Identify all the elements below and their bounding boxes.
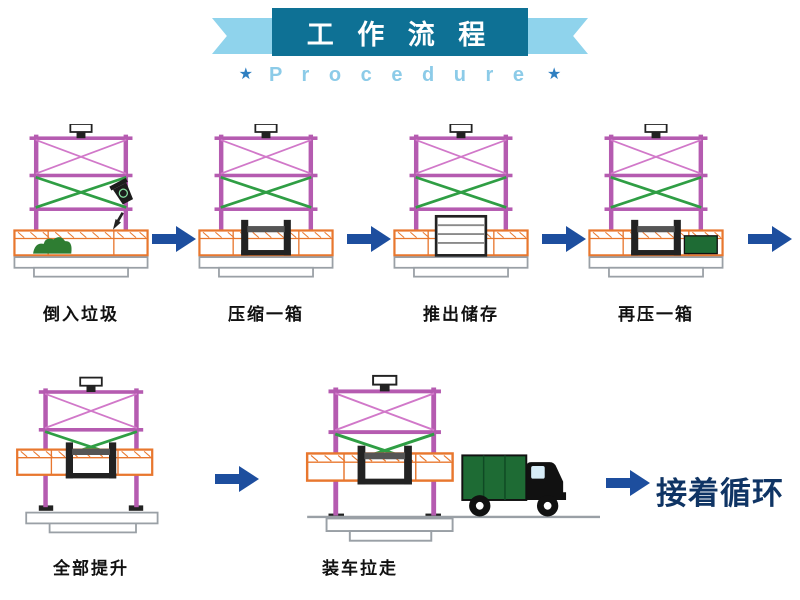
step-1: 倒入垃圾 — [10, 124, 152, 325]
trash-bin-icon — [109, 177, 134, 205]
title-banner: 工 作 流 程 — [272, 8, 528, 56]
page-title: 工 作 流 程 — [306, 19, 494, 50]
flow-arrow-icon — [748, 226, 792, 252]
step-6 — [280, 372, 600, 556]
cycle-label: 接着循环 — [656, 476, 784, 511]
flow-arrow-icon — [347, 226, 391, 252]
machine-step-4-illustration — [588, 124, 724, 278]
step-label-6: 装车拉走 — [322, 559, 398, 578]
flow-arrow-icon — [215, 466, 259, 492]
flow-arrow-icon — [152, 226, 196, 252]
page-subtitle: P r o c e d u r e — [268, 64, 532, 86]
step-label-3: 推出储存 — [423, 304, 499, 324]
step-5 — [10, 374, 172, 545]
ribbon-left-fold — [212, 18, 274, 54]
machine-step-3-illustration — [393, 124, 529, 278]
star-icon-right: ★ — [547, 66, 562, 83]
garbage-icon — [33, 237, 72, 254]
step-3: 推出储存 — [390, 124, 532, 325]
machine-step-5-illustration — [16, 376, 159, 534]
flow-arrow-icon — [542, 226, 586, 252]
page-subtitle-row: ★ P r o c e d u r e ★ — [0, 64, 800, 87]
stored-box-icon — [683, 235, 718, 255]
ribbon-right-fold — [526, 18, 588, 54]
truck-icon — [461, 454, 567, 517]
machine-step-6-illustration — [305, 374, 600, 542]
step-label-5: 全部提升 — [53, 559, 129, 578]
step-label-2: 压缩一箱 — [228, 304, 304, 324]
step-4: 再压一箱 — [585, 124, 727, 325]
step-label-1: 倒入垃圾 — [43, 304, 119, 324]
machine-step-1-illustration — [13, 124, 149, 278]
flow-arrow-icon — [606, 470, 650, 496]
star-icon-left: ★ — [238, 66, 253, 83]
step-2: 压缩一箱 — [195, 124, 337, 325]
machine-step-2-illustration — [198, 124, 334, 278]
step-label-4: 再压一箱 — [618, 304, 694, 324]
dump-arrow-icon — [112, 212, 124, 230]
